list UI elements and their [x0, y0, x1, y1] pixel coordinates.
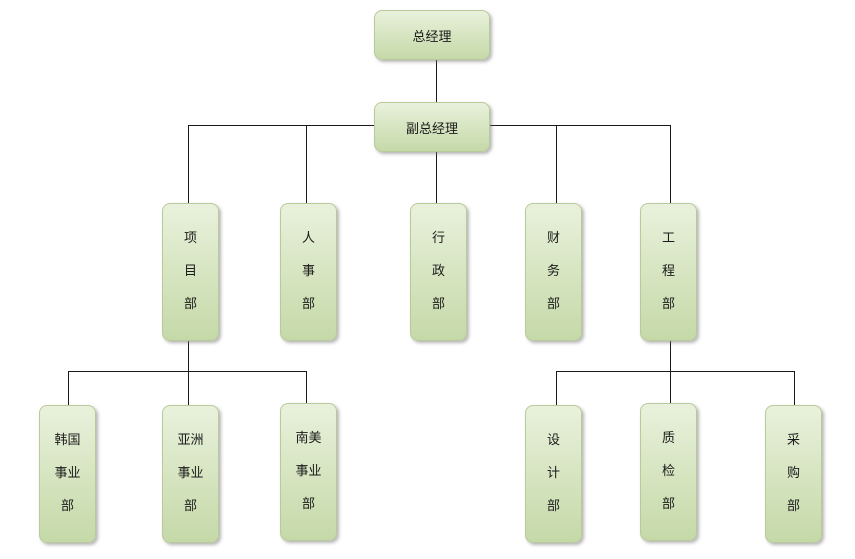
dept-label-line: 人 [301, 231, 315, 246]
dept-label-line: 项 [183, 231, 197, 246]
subunit-label-line: 亚洲 [177, 433, 204, 448]
connector-to-korea [68, 371, 69, 405]
subunit-label-line: 采 [786, 433, 800, 448]
subunit-label-line: 事业 [177, 466, 204, 481]
subunit-label-line: 部 [786, 499, 800, 514]
dept-label-line: 部 [183, 297, 197, 312]
subunit-label-line: 部 [301, 497, 315, 512]
subunit-label-line: 韩国 [54, 433, 81, 448]
subunit-south-america-box[interactable]: 南美 事业 部 [280, 403, 337, 541]
subunit-label-line: 计 [546, 466, 560, 481]
dept-finance-box[interactable]: 财 务 部 [525, 203, 582, 341]
subunit-label-line: 部 [60, 499, 74, 514]
connector-to-engineering [670, 125, 671, 203]
connector-project-bus [68, 371, 306, 372]
dept-label-line: 行 [431, 231, 445, 246]
dept-label-line: 部 [661, 297, 675, 312]
subunit-label-line: 南美 [295, 431, 322, 446]
dept-label-line: 部 [431, 297, 445, 312]
dept-label-line: 程 [661, 264, 675, 279]
subunit-label-line: 设 [546, 433, 560, 448]
dept-project-box[interactable]: 项 目 部 [162, 203, 219, 341]
connector-engineering-bus [556, 371, 794, 372]
connector-to-admin [436, 152, 437, 203]
connector-ceo-deputy [436, 60, 437, 102]
dept-label-line: 事 [301, 264, 315, 279]
dept-label-line: 务 [546, 264, 560, 279]
connector-to-design [556, 371, 557, 405]
dept-label-line: 财 [546, 231, 560, 246]
dept-label-line: 部 [546, 297, 560, 312]
deputy-label: 副总经理 [405, 121, 458, 137]
connector-to-hr [306, 125, 307, 203]
dept-label-line: 目 [183, 264, 197, 279]
subunit-label-line: 质 [661, 431, 675, 446]
subunit-label-line: 事业 [295, 464, 322, 479]
dept-label-line: 部 [301, 297, 315, 312]
subunit-korea-box[interactable]: 韩国 事业 部 [39, 405, 96, 543]
subunit-label-line: 检 [661, 464, 675, 479]
subunit-label-line: 部 [661, 497, 675, 512]
subunit-label-line: 事业 [54, 466, 81, 481]
dept-label-line: 工 [661, 231, 675, 246]
ceo-label: 总经理 [412, 29, 452, 45]
subunit-purchasing-box[interactable]: 采 购 部 [765, 405, 822, 543]
deputy-box[interactable]: 副总经理 [374, 102, 490, 152]
ceo-box[interactable]: 总经理 [374, 10, 490, 60]
connector-to-purchasing [794, 371, 795, 405]
subunit-label-line: 购 [786, 466, 800, 481]
subunit-quality-box[interactable]: 质 检 部 [640, 403, 697, 541]
dept-hr-box[interactable]: 人 事 部 [280, 203, 337, 341]
connector-to-finance [556, 125, 557, 203]
dept-admin-box[interactable]: 行 政 部 [410, 203, 467, 341]
subunit-label-line: 部 [546, 499, 560, 514]
connector-project-down [188, 341, 189, 405]
connector-to-project [188, 125, 189, 203]
dept-label-line: 政 [431, 264, 445, 279]
subunit-design-box[interactable]: 设 计 部 [525, 405, 582, 543]
subunit-asia-box[interactable]: 亚洲 事业 部 [162, 405, 219, 543]
connector-to-south-america [306, 371, 307, 405]
connector-engineering-down [670, 341, 671, 405]
dept-engineering-box[interactable]: 工 程 部 [640, 203, 697, 341]
subunit-label-line: 部 [183, 499, 197, 514]
